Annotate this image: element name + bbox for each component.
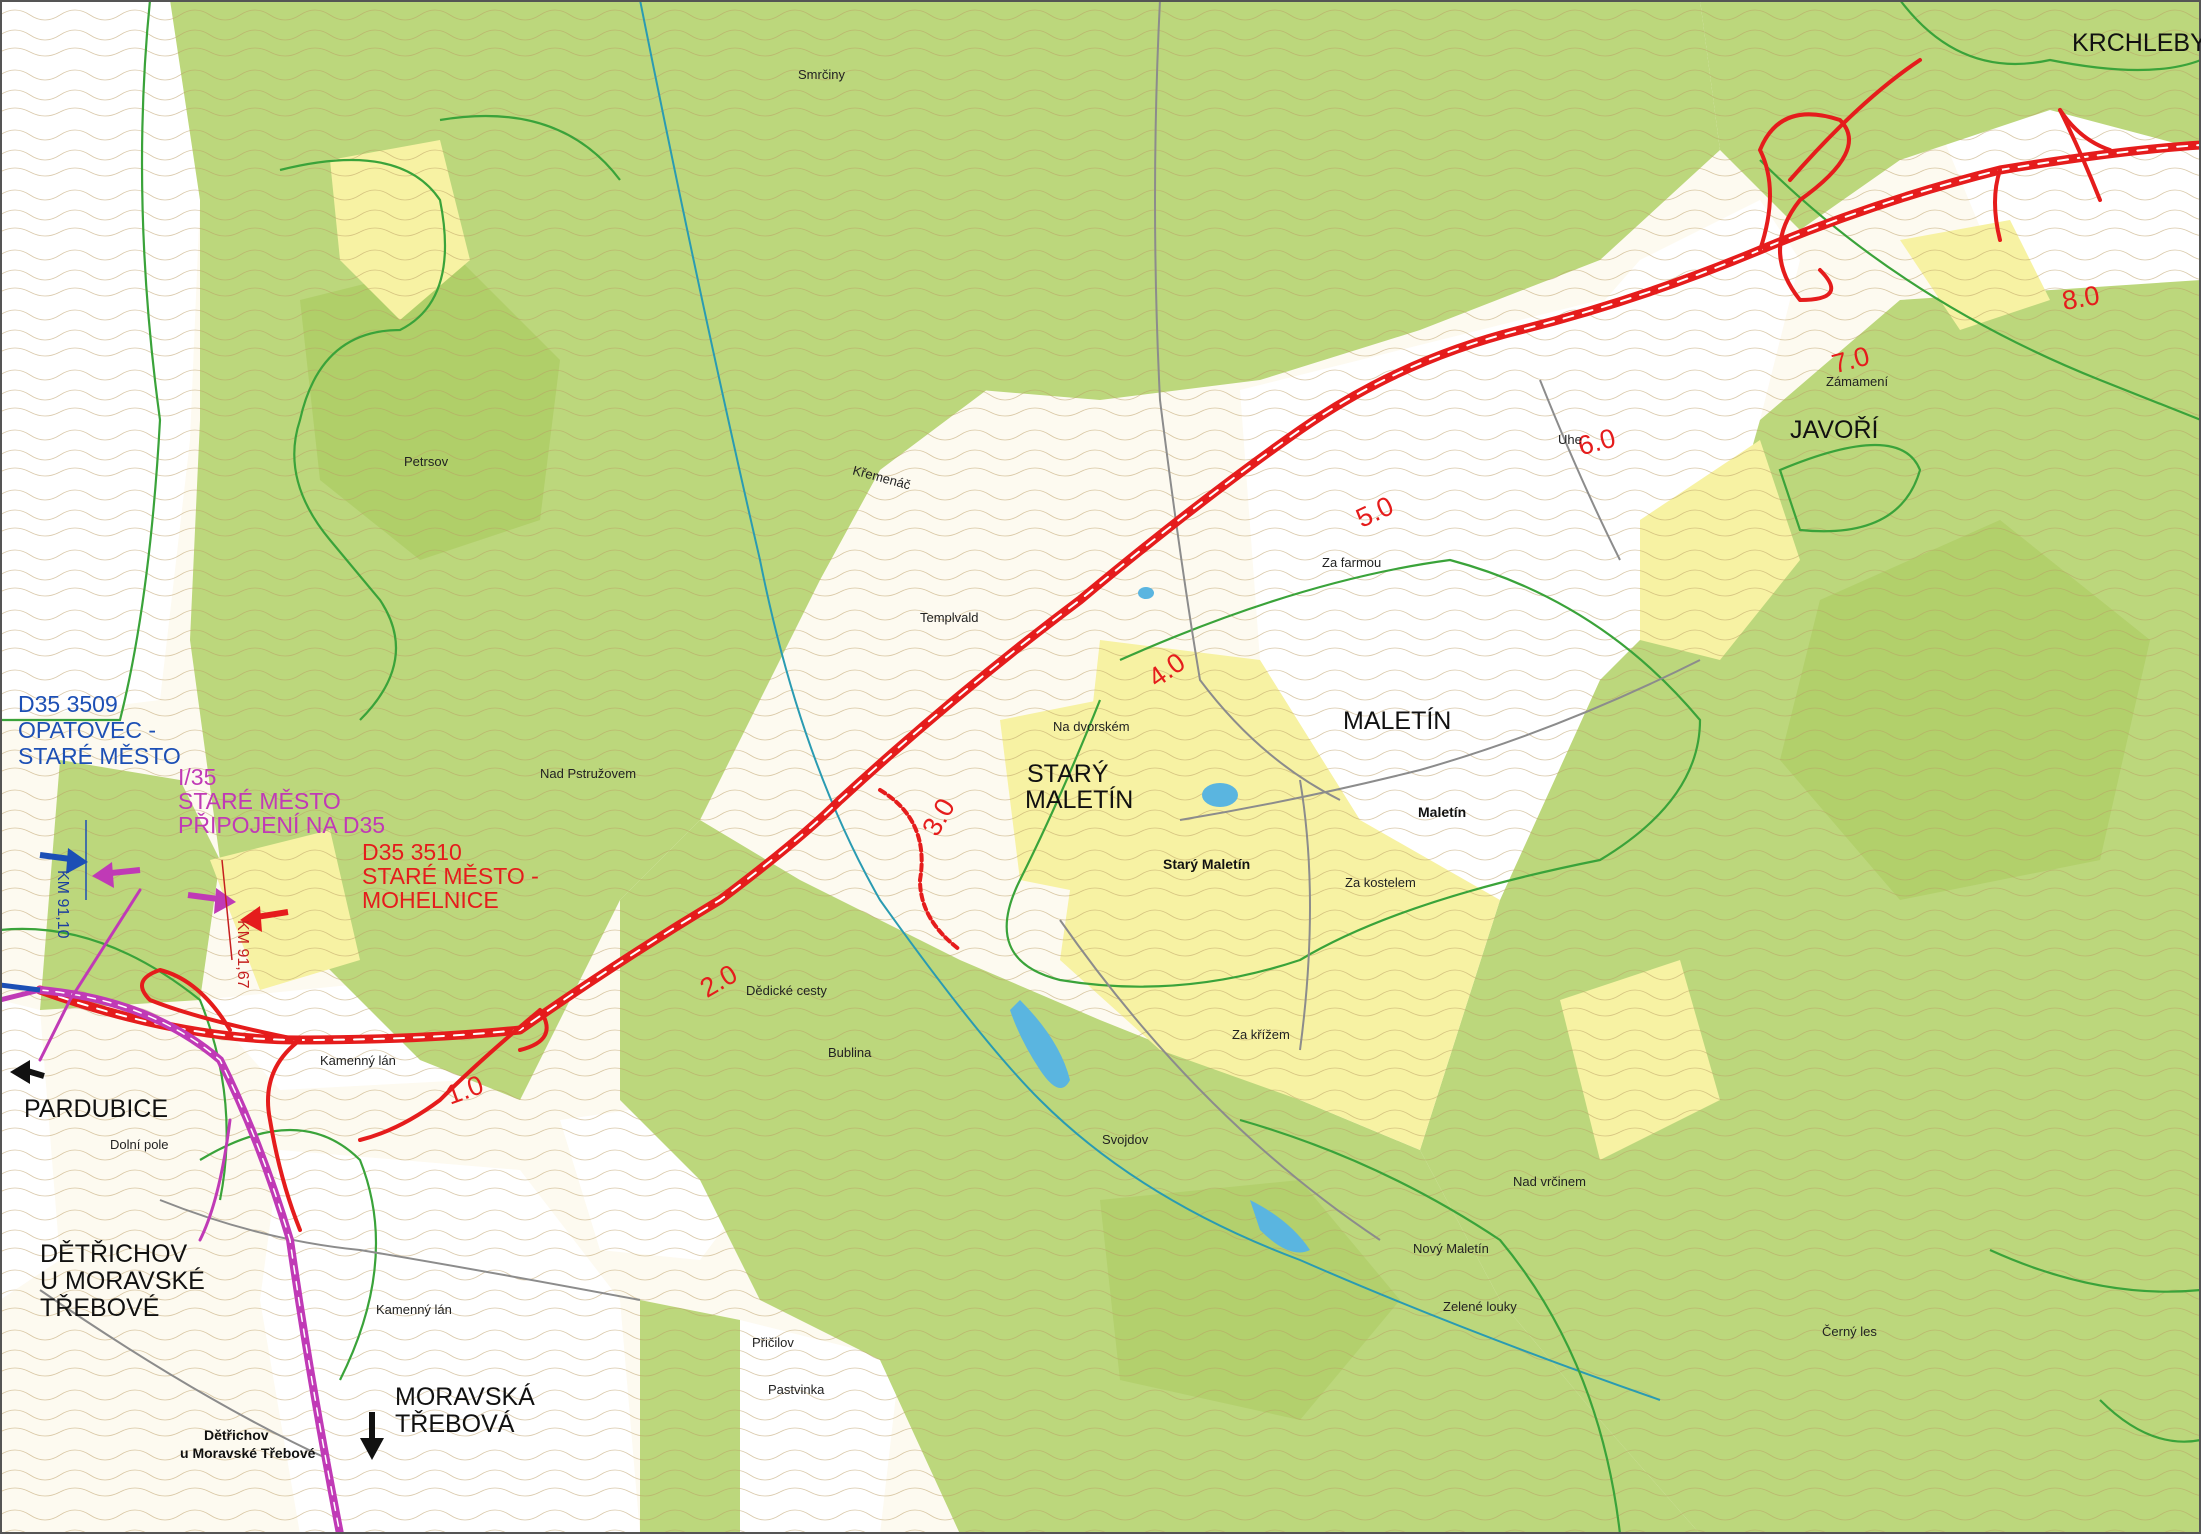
- section-d35-3509-line2: OPATOVEC -: [18, 717, 157, 743]
- label-pastvinka: Pastvinka: [768, 1382, 825, 1397]
- place-maletin: MALETÍN: [1343, 707, 1452, 735]
- water-layer: [639, 0, 1661, 1401]
- place-moravska-trebova-line1: MORAVSKÁ: [395, 1383, 535, 1411]
- label-stary-maletin-village: Starý Maletín: [1163, 856, 1251, 872]
- label-svojdov: Svojdov: [1102, 1132, 1149, 1147]
- label-dedicke-cesty: Dědické cesty: [746, 983, 827, 998]
- place-detrichov-line3: TŘEBOVÉ: [40, 1294, 160, 1322]
- label-smrciny: Smrčiny: [798, 67, 845, 82]
- chainage-8-0: 8.0: [2059, 279, 2102, 317]
- label-pricilov: Přičilov: [752, 1335, 794, 1350]
- label-uhe: Uhe: [1558, 432, 1582, 447]
- section-d35-3510-line3: MOHELNICE: [362, 887, 499, 913]
- place-javori: JAVOŘÍ: [1790, 416, 1879, 444]
- place-stary-maletin-line1: STARÝ: [1027, 760, 1109, 788]
- label-za-farmou: Za farmou: [1322, 555, 1382, 570]
- label-cerny-les: Černý les: [1822, 1324, 1877, 1339]
- label-kamenny-lan: Kamenný lán: [320, 1053, 396, 1068]
- section-i35-line2: STARÉ MĚSTO: [178, 788, 341, 814]
- section-d35-3510-line2: STARÉ MĚSTO -: [362, 863, 539, 889]
- label-detrichov-village-line2: u Moravské Třebové: [180, 1445, 316, 1461]
- label-novy-maletin: Nový Maletín: [1413, 1241, 1489, 1256]
- label-zelene-louky: Zelené louky: [1443, 1299, 1517, 1314]
- label-dolni-pole: Dolní pole: [110, 1137, 169, 1152]
- place-detrichov-line2: U MORAVSKÉ: [40, 1267, 205, 1295]
- label-zamameni: Zámamení: [1826, 374, 1889, 389]
- label-bublina: Bublina: [828, 1045, 872, 1060]
- label-petrsov: Petrsov: [404, 454, 449, 469]
- place-detrichov-line1: DĚTŘICHOV: [40, 1240, 188, 1268]
- label-za-kostelem: Za kostelem: [1345, 875, 1416, 890]
- label-templvald: Templvald: [920, 610, 979, 625]
- label-nad-pstruzovem: Nad Pstružovem: [540, 766, 637, 781]
- section-i35-line3: PŘIPOJENÍ NA D35: [178, 812, 386, 838]
- label-za-krizem: Za křížem: [1232, 1027, 1290, 1042]
- label-maletin-village: Maletín: [1418, 804, 1467, 820]
- section-d35-3510-line1: D35 3510: [362, 839, 462, 865]
- place-krchleby: KRCHLEBY: [2072, 29, 2201, 57]
- km-tag-91-67: KM 91,67: [234, 920, 251, 989]
- section-d35-3509-line3: STARÉ MĚSTO: [18, 743, 181, 769]
- place-moravska-trebova-line2: TŘEBOVÁ: [395, 1410, 515, 1438]
- place-stary-maletin-line2: MALETÍN: [1025, 786, 1134, 814]
- label-nad-vrcinem: Nad vrčinem: [1513, 1174, 1586, 1189]
- label-na-dvorskem: Na dvorském: [1053, 719, 1130, 734]
- km-tag-91-10: KM 91,10: [54, 870, 71, 939]
- label-kamenny-lan-south: Kamenný lán: [376, 1302, 452, 1317]
- place-pardubice: PARDUBICE: [24, 1095, 169, 1123]
- section-d35-3509-line1: D35 3509: [18, 691, 118, 717]
- section-i35-line1: I/35: [178, 764, 217, 790]
- section-markers: [0, 820, 384, 1460]
- road-network: [39, 0, 1701, 1461]
- d35-motorway: [35, 58, 2201, 1232]
- label-detrichov-village-line1: Dětřichov: [204, 1427, 269, 1443]
